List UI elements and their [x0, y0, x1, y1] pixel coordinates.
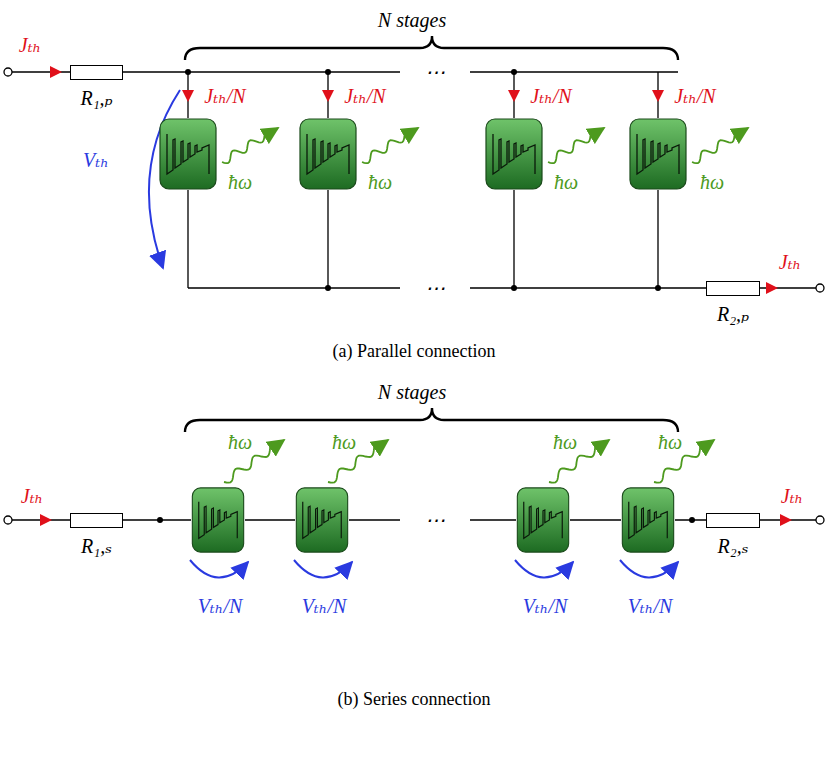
signal-label: ⋯: [425, 277, 445, 299]
signal-label: ħω: [554, 171, 578, 193]
signal-label: Jₜₕ: [21, 485, 43, 507]
resistor-label: R₂,ₚ: [717, 303, 749, 325]
resistor-label: R₂,ₛ: [718, 535, 749, 557]
signal-label: ħω: [700, 171, 724, 193]
resistor-symbol: R₁,ₚ: [70, 65, 123, 80]
signal-label: Jₜₕ/N: [674, 85, 715, 107]
signal-label: ħω: [228, 431, 252, 453]
voltage-arrow: [190, 560, 248, 578]
signal-label: ħω: [658, 431, 682, 453]
signal-label: Jₜₕ/N: [204, 85, 245, 107]
signal-label: Jₜₕ/N: [530, 85, 571, 107]
resistor-label: R₁,ₚ: [80, 87, 112, 109]
qcl-stage: [622, 488, 673, 552]
photon-arrow: [692, 128, 748, 163]
qcl-stage: [517, 488, 568, 552]
signal-label: ħω: [228, 171, 252, 193]
qcl-stage: [486, 119, 542, 189]
caption: (b) Series connection: [338, 690, 491, 710]
voltage-arrow: [294, 560, 352, 578]
signal-label: Jₜₕ: [779, 251, 801, 273]
qcl-stage: [296, 488, 347, 552]
signal-label: Vₜₕ/N: [302, 595, 347, 617]
signal-label: Jₜₕ: [19, 34, 41, 56]
voltage-arrow: [620, 560, 678, 578]
photon-arrow: [362, 128, 418, 163]
signal-label: ⋯: [425, 61, 445, 83]
qcl-stage: [160, 119, 216, 189]
signal-label: ħω: [553, 431, 577, 453]
qcl-stage: [630, 119, 686, 189]
signal-label: Jₜₕ/N: [344, 85, 385, 107]
signal-label: N stages: [378, 381, 446, 403]
signal-label: ⋯: [425, 509, 445, 531]
signal-label: Vₜₕ/N: [198, 595, 243, 617]
caption: (a) Parallel connection: [333, 342, 496, 362]
signal-label: ħω: [332, 431, 356, 453]
signal-label: Vₜₕ/N: [523, 595, 568, 617]
qcl-stage: [192, 488, 243, 552]
resistor-symbol: R₂,ₛ: [706, 513, 760, 528]
resistor-label: R₁,ₛ: [81, 535, 112, 557]
signal-label: Vₜₕ/N: [628, 595, 673, 617]
signal-label: Vₜₕ: [83, 149, 109, 171]
signal-label: N stages: [378, 9, 446, 31]
voltage-arrow: [515, 560, 573, 578]
signal-label: ħω: [368, 171, 392, 193]
qcl-stage: [300, 119, 356, 189]
photon-arrow: [222, 128, 278, 163]
resistor-symbol: R₂,ₚ: [706, 281, 760, 296]
signal-label: Jₜₕ: [781, 485, 803, 507]
resistor-symbol: R₁,ₛ: [70, 513, 123, 528]
photon-arrow: [548, 128, 604, 163]
